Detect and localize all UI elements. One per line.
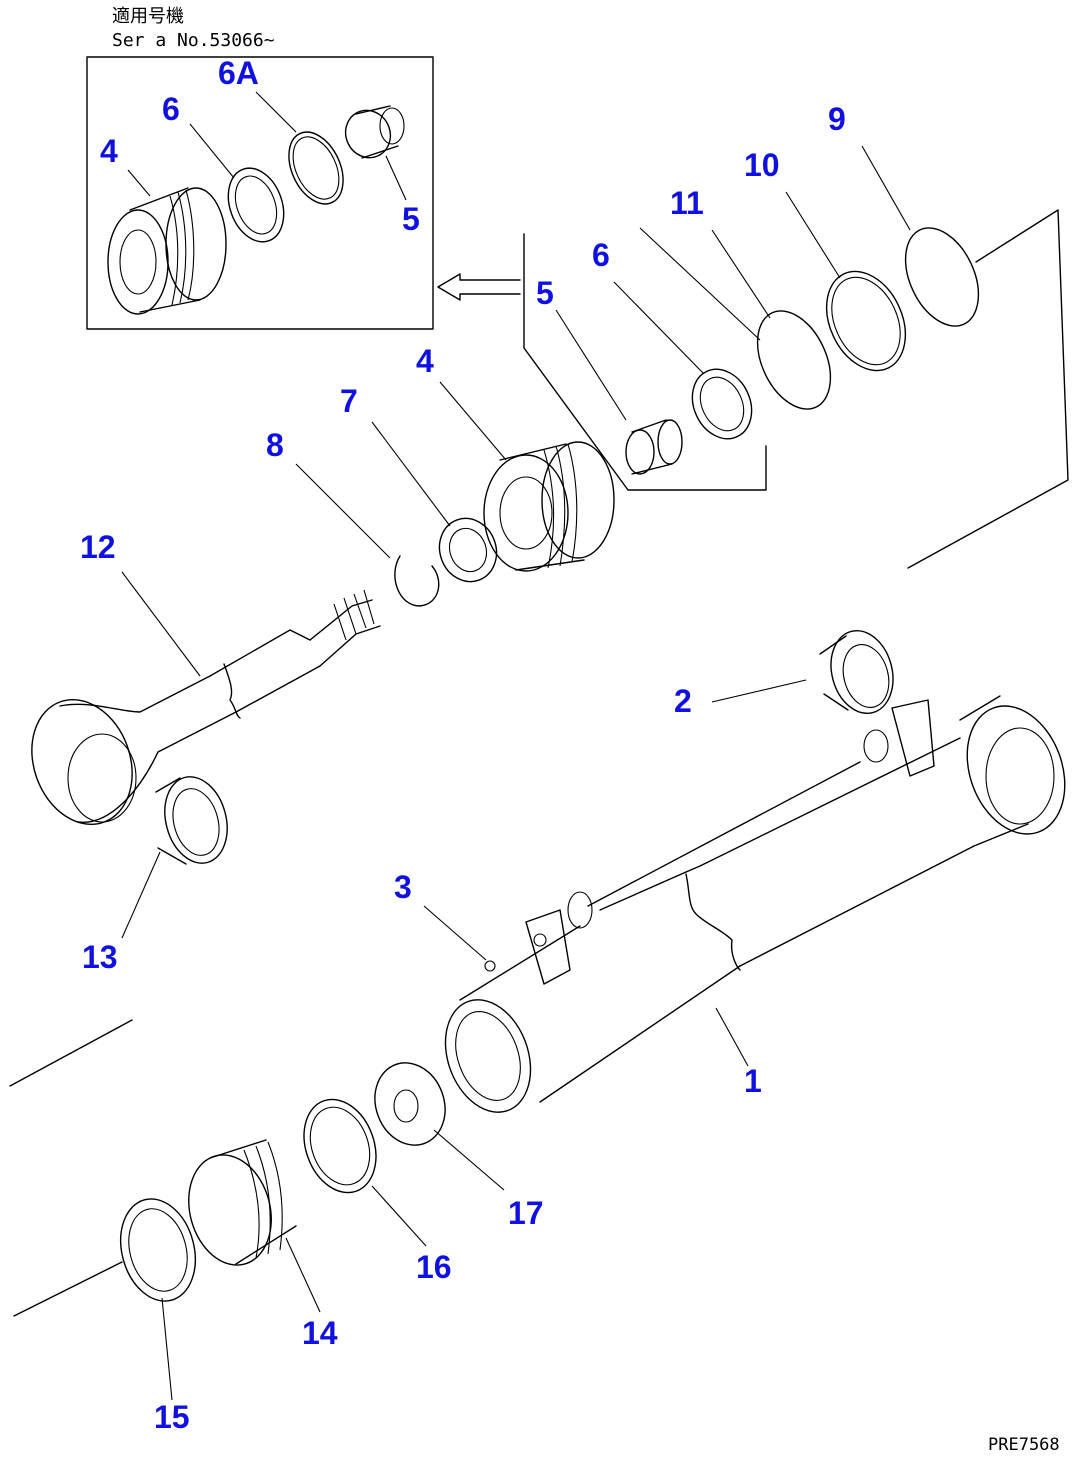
bushing-13 (155, 776, 228, 865)
applicability-label: 適用号機 (112, 6, 184, 27)
callout-12: 12 (80, 529, 116, 565)
bushing-5 (625, 419, 683, 475)
leader-lines (121, 91, 911, 1401)
snap-ring-8 (394, 555, 440, 607)
callout-3: 3 (394, 869, 412, 905)
callout-4-inset: 4 (100, 133, 118, 169)
callout-5-inset: 5 (402, 201, 420, 237)
callout-6: 6 (592, 237, 610, 273)
nut-7 (438, 517, 498, 583)
nut-17 (374, 1062, 446, 1146)
callout-2: 2 (674, 683, 692, 719)
callout-14: 14 (302, 1315, 338, 1351)
bracket-line (523, 233, 767, 491)
callout-15: 15 (154, 1399, 190, 1435)
centerline-lower (13, 1261, 123, 1317)
inset-bushing-5 (344, 105, 405, 159)
centerline-left (9, 1019, 133, 1087)
inset-box (86, 56, 434, 330)
inset-arrow (437, 273, 521, 301)
serial-number-note: Ser a No.53066~ (112, 30, 275, 51)
callout-10: 10 (744, 147, 780, 183)
port-block (484, 891, 593, 985)
port-block-upper (863, 699, 935, 777)
callout-17: 17 (508, 1195, 544, 1231)
callout-6-inset: 6 (162, 91, 180, 127)
drawing-code: PRE7568 (988, 1435, 1060, 1455)
ring-15 (120, 1198, 196, 1302)
bushing-2 (819, 629, 894, 715)
callout-6A: 6A (218, 55, 259, 91)
cylinder-body-1 (459, 695, 1066, 1103)
centerline-upper (907, 209, 1069, 569)
backup-ring-10 (825, 270, 907, 372)
callout-13: 13 (82, 939, 118, 975)
callout-9: 9 (828, 101, 846, 137)
callout-11: 11 (670, 185, 704, 221)
o-ring-11 (756, 310, 832, 410)
callout-5: 5 (536, 275, 554, 311)
o-ring-9 (904, 227, 980, 327)
piston-14 (188, 1139, 297, 1266)
inset-seal-6 (227, 167, 285, 243)
callout-4: 4 (416, 343, 434, 379)
inset-piston-4 (107, 187, 227, 315)
piston-rod-12 (31, 589, 381, 826)
seal-6 (691, 368, 753, 440)
callout-16: 16 (416, 1249, 452, 1285)
ring-16 (303, 1098, 377, 1194)
cylinder-head (444, 999, 532, 1113)
callout-8: 8 (266, 427, 284, 463)
inset-ring-6A (288, 131, 344, 205)
callout-1: 1 (744, 1063, 762, 1099)
piston-4 (483, 441, 615, 572)
callout-7: 7 (340, 383, 358, 419)
